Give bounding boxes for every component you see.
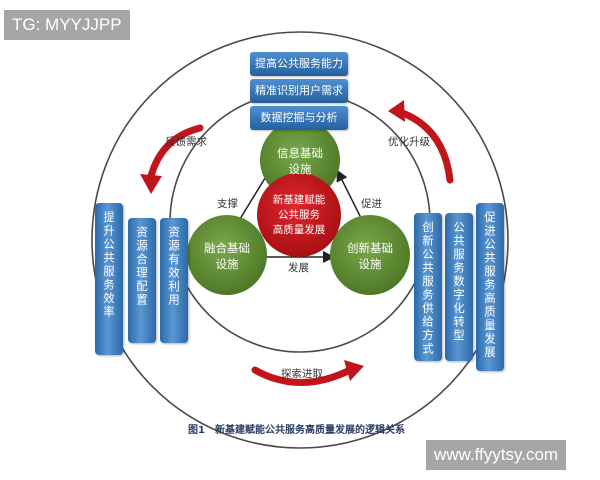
right-bar-digital: 公共服务数字化转型 bbox=[445, 213, 473, 361]
node-innovation-label: 创新基础 设施 bbox=[347, 241, 393, 271]
top-box-capability: 提高公共服务能力 bbox=[250, 52, 348, 76]
center-label: 新基建赋能 公共服务 高质量发展 bbox=[272, 193, 326, 236]
arrow-feedback bbox=[146, 124, 204, 184]
label-support: 支撑 bbox=[217, 198, 238, 210]
node-info-label: 信息基础 设施 bbox=[277, 146, 323, 176]
figure-caption: 图1 新基建赋能公共服务高质量发展的逻辑关系 bbox=[188, 425, 405, 436]
node-fusion-circle bbox=[187, 215, 267, 295]
label-feedback: 反馈需求 bbox=[165, 136, 207, 148]
watermark-top: TG: MYYJJPP bbox=[4, 10, 130, 40]
left-bar-efficiency: 提升公共服务效率 bbox=[95, 203, 123, 355]
node-fusion-label: 融合基础 设施 bbox=[204, 241, 250, 271]
label-optimize: 优化升级 bbox=[388, 136, 430, 148]
top-box-data-mining: 数据挖掘与分析 bbox=[250, 106, 348, 130]
left-bar-utilization: 资源有效利用 bbox=[160, 218, 188, 343]
label-promote: 促进 bbox=[361, 198, 382, 210]
arrow-optimize bbox=[396, 108, 454, 184]
right-bar-supply: 创新公共服务供给方式 bbox=[414, 213, 442, 361]
outer-circle bbox=[91, 31, 509, 449]
left-bar-allocation: 资源合理配置 bbox=[128, 218, 156, 343]
top-box-user-demand: 精准识别用户需求 bbox=[250, 79, 348, 103]
label-explore: 探索进取 bbox=[281, 368, 323, 380]
center-circle bbox=[257, 173, 341, 257]
label-develop: 发展 bbox=[288, 262, 309, 274]
right-bar-quality: 促进公共服务高质量发展 bbox=[476, 203, 504, 371]
arrow-explore bbox=[251, 366, 354, 386]
node-innovation-circle bbox=[330, 215, 410, 295]
watermark-bottom: www.ffyytsy.com bbox=[426, 440, 567, 470]
